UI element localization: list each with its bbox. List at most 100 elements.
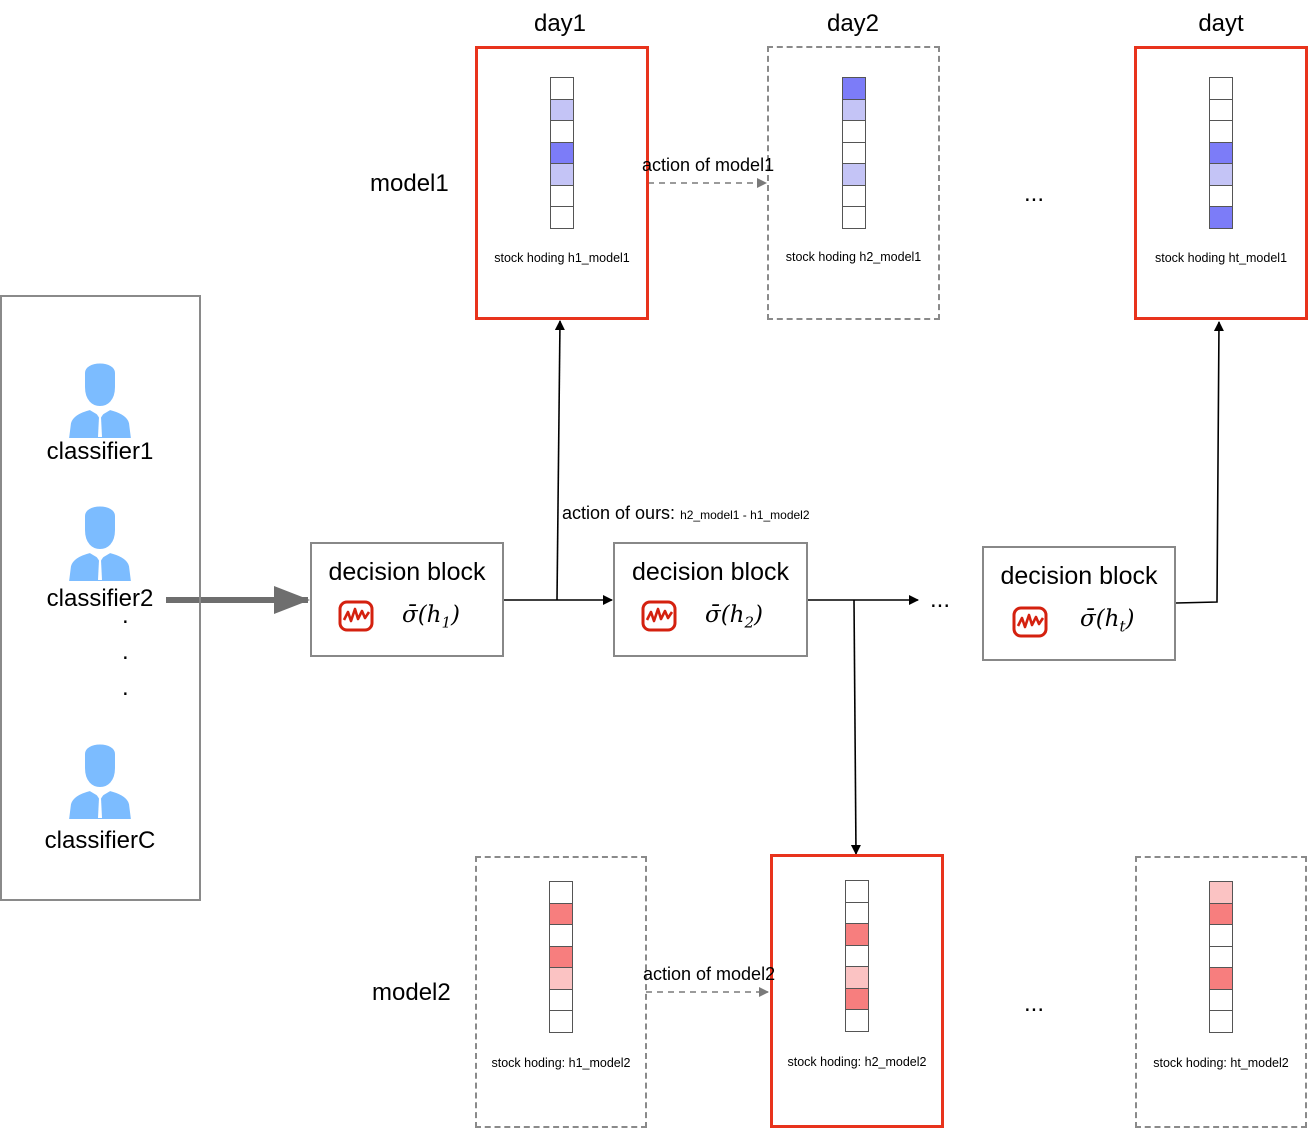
chart-icon: [1012, 606, 1048, 638]
decision-formula: σ̄(h2): [705, 602, 763, 632]
formula-base: σ̄(h: [705, 602, 745, 628]
holding-cell-empty: [549, 1011, 573, 1033]
holding-cell-light: [841, 99, 866, 121]
holding-box-ht-model1: stock hoding ht_model1: [1134, 46, 1308, 320]
holding-cell-light: [549, 968, 573, 990]
holding-cell-light: [1209, 881, 1233, 904]
decision2-to-h2-model2-arrow: [850, 599, 861, 855]
holding-cell-empty: [549, 989, 573, 1011]
holding-cell-empty: [549, 881, 573, 904]
model-label-1: model1: [370, 170, 449, 197]
vertical-dot: .: [122, 602, 129, 629]
decisiont-to-ht-model1-arrow: [1175, 321, 1224, 604]
person-icon: [66, 361, 134, 440]
holding-cells: [845, 880, 869, 1032]
decision1-to-h1-model1-arrow: [554, 320, 565, 601]
holding-box-ht-model2: stock hoding: ht_model2: [1135, 856, 1307, 1128]
holding-cell-empty: [845, 902, 869, 924]
holding-cell-dark: [1209, 968, 1233, 990]
holding-cell-dark: [549, 903, 573, 925]
person-icon: [66, 742, 134, 821]
holding-cell-empty: [845, 880, 869, 903]
holding-cell-dark: [1209, 142, 1233, 164]
holding-cell-empty: [549, 925, 573, 947]
holding-caption: stock hoding: h2_model2: [787, 1055, 927, 1069]
formula-sub: 2: [744, 613, 755, 632]
holding-cell-light: [845, 967, 869, 989]
formula-end: ): [1125, 606, 1135, 632]
vertical-dot: .: [122, 674, 129, 701]
decision-block-t: decision block σ̄(ht): [982, 546, 1176, 661]
holding-cell-dark: [845, 924, 869, 946]
holding-cells: [841, 77, 866, 229]
holding-cell-dark: [845, 988, 869, 1010]
holding-cell-empty: [1209, 99, 1233, 121]
formula-end: ): [754, 602, 764, 628]
holding-cell-dark: [1209, 903, 1233, 925]
person-icon: [66, 504, 134, 583]
holding-cell-empty: [845, 945, 869, 967]
holding-cells: [1209, 881, 1233, 1033]
holding-cells: [550, 77, 574, 229]
holding-caption: stock hoding: ht_model2: [1153, 1056, 1289, 1070]
chart-icon: [641, 600, 677, 632]
classifier-2: classifier2: [10, 496, 190, 613]
ours-action-label: action of ours: h2_model1 - h1_model2: [562, 503, 810, 524]
holding-cell-light: [1209, 164, 1233, 186]
day-label-t: dayt: [1198, 10, 1244, 37]
formula-base: σ̄(h: [1080, 606, 1120, 632]
formula-end: ): [451, 602, 461, 628]
classifier-panel: [0, 295, 201, 901]
model-label-2: model2: [372, 979, 451, 1006]
holding-cell-empty: [1209, 946, 1233, 968]
day-label-1: day1: [533, 10, 587, 37]
holding-box-h1-model1: stock hoding h1_model1: [475, 46, 649, 320]
holding-cell-empty: [1209, 185, 1233, 207]
decision-block-title: decision block: [631, 558, 790, 586]
holding-box-h2-model1: stock hoding h2_model1: [767, 46, 940, 320]
holding-cells: [1209, 77, 1233, 229]
holding-box-h1-model2: stock hoding: h1_model2: [475, 856, 647, 1128]
holding-cell-light: [550, 164, 574, 186]
holding-cell-empty: [841, 185, 866, 207]
holding-cell-empty: [841, 207, 866, 229]
holding-cell-empty: [841, 121, 866, 143]
classifier-name: classifier2: [46, 585, 154, 612]
model1-ellipsis: ...: [1024, 180, 1045, 207]
decision-block-title: decision block: [1000, 562, 1158, 590]
holding-cell-empty: [550, 207, 574, 229]
holding-caption: stock hoding h2_model1: [785, 250, 922, 264]
holding-caption: stock hoding ht_model1: [1154, 251, 1288, 265]
decision-block-2: decision block σ̄(h2): [613, 542, 808, 657]
holding-box-h2-model2: stock hoding: h2_model2: [770, 854, 944, 1128]
holding-cell-dark: [549, 946, 573, 968]
holding-caption: stock hoding: h1_model2: [491, 1056, 631, 1070]
classifier-name: classifierC: [44, 827, 156, 854]
decision-block-1: decision block σ̄(h1): [310, 542, 504, 657]
model2-ellipsis: ...: [1024, 990, 1045, 1017]
holding-cell-empty: [845, 1010, 869, 1032]
decision-formula: σ̄(ht): [1080, 606, 1135, 636]
ours-action-text: action of ours:: [562, 503, 676, 523]
decision-block-title: decision block: [328, 558, 486, 586]
holding-cell-dark: [550, 142, 574, 164]
holding-cell-empty: [1209, 1011, 1233, 1033]
chart-icon: [338, 600, 374, 632]
holding-cell-dark: [841, 77, 866, 100]
holding-cell-dark: [1209, 207, 1233, 229]
formula-base: σ̄(h: [402, 602, 442, 628]
classifier-1: classifier1: [10, 353, 190, 466]
ours-action-formula: h2_model1 - h1_model2: [680, 508, 810, 522]
holding-cell-empty: [1209, 77, 1233, 100]
holding-cell-empty: [1209, 121, 1233, 143]
decision-formula: σ̄(h1): [402, 602, 460, 632]
model1-action-label: action of model1: [642, 155, 775, 175]
holding-cells: [549, 881, 573, 1033]
holding-cell-light: [550, 99, 574, 121]
holding-cell-empty: [1209, 989, 1233, 1011]
day-label-2: day2: [826, 10, 880, 37]
holding-cell-empty: [550, 185, 574, 207]
formula-sub: 1: [441, 613, 452, 632]
holding-cell-empty: [550, 77, 574, 100]
